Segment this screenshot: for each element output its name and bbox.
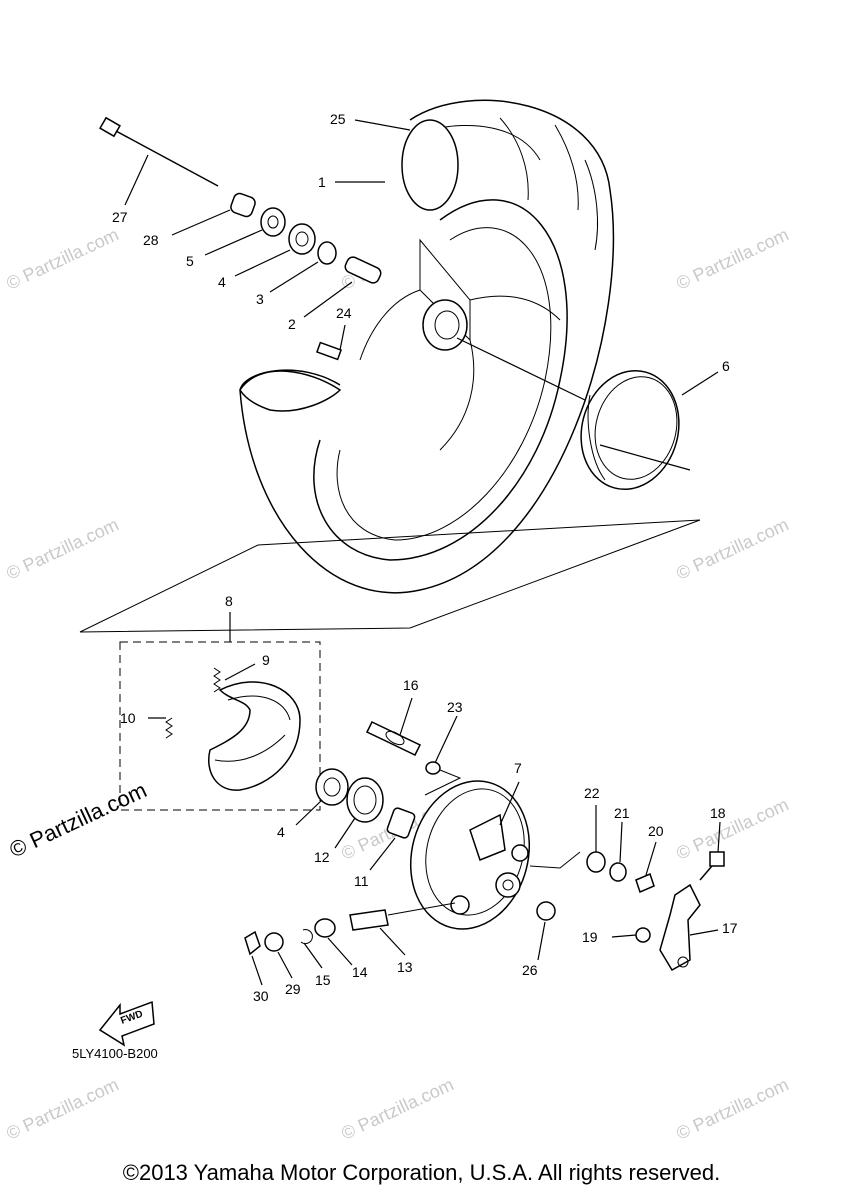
- label-25: 25: [330, 111, 346, 127]
- label-12: 12: [314, 849, 330, 865]
- label-15: 15: [315, 972, 331, 988]
- label-18: 18: [710, 805, 726, 821]
- label-14: 14: [352, 964, 368, 980]
- group-lines: [79, 519, 701, 633]
- label-19: 19: [582, 929, 598, 945]
- wheel-assembly: [239, 99, 615, 594]
- axle-parts: [99, 116, 382, 318]
- brake-plate-parts: [244, 697, 725, 986]
- watermark-text: © Partzilla.com: [3, 514, 121, 583]
- label-21: 21: [614, 805, 630, 821]
- part-labels: 25 1 27 28 5 4 3 2 24 6 8 9 10 16 23 7 2…: [72, 111, 738, 1061]
- label-28: 28: [143, 232, 159, 248]
- label-23: 23: [447, 699, 463, 715]
- label-24: 24: [336, 305, 352, 321]
- label-22: 22: [584, 785, 600, 801]
- label-17: 17: [722, 920, 738, 936]
- label-4a: 4: [218, 274, 226, 290]
- watermark-text: © Partzilla.com: [673, 794, 791, 863]
- label-26: 26: [522, 962, 538, 978]
- label-27: 27: [112, 209, 128, 225]
- label-2: 2: [288, 316, 296, 332]
- watermark-text: © Partzilla.com: [673, 1074, 791, 1143]
- label-6: 6: [722, 358, 730, 374]
- label-11: 11: [354, 873, 369, 889]
- label-30: 30: [253, 988, 269, 1004]
- label-3: 3: [256, 291, 264, 307]
- label-29: 29: [285, 981, 301, 997]
- label-4b: 4: [277, 824, 285, 840]
- watermark-text: © Partzilla.com: [673, 224, 791, 293]
- watermark-text: © Partzilla.com: [3, 224, 121, 293]
- label-10: 10: [120, 710, 136, 726]
- label-20: 20: [648, 823, 664, 839]
- watermark-text: © Partzilla.com: [673, 514, 791, 583]
- diagram-code: 5LY4100-B200: [72, 1046, 158, 1061]
- label-9: 9: [262, 652, 270, 668]
- label-13: 13: [397, 959, 413, 975]
- watermark-text: © Partzilla.com: [338, 1074, 456, 1143]
- part-6-brake-drum: [456, 337, 719, 491]
- label-1: 1: [318, 174, 326, 190]
- watermark-main: © Partzilla.com: [6, 777, 151, 862]
- watermark-text: © Partzilla.com: [3, 1074, 121, 1143]
- label-7: 7: [514, 760, 522, 776]
- fwd-arrow-icon: FWD: [98, 1000, 155, 1047]
- label-5: 5: [186, 253, 194, 269]
- label-8: 8: [225, 593, 233, 609]
- copyright-notice: ©2013 Yamaha Motor Corporation, U.S.A. A…: [122, 1160, 721, 1185]
- brake-shoe-kit: [119, 612, 321, 811]
- label-16: 16: [403, 677, 419, 693]
